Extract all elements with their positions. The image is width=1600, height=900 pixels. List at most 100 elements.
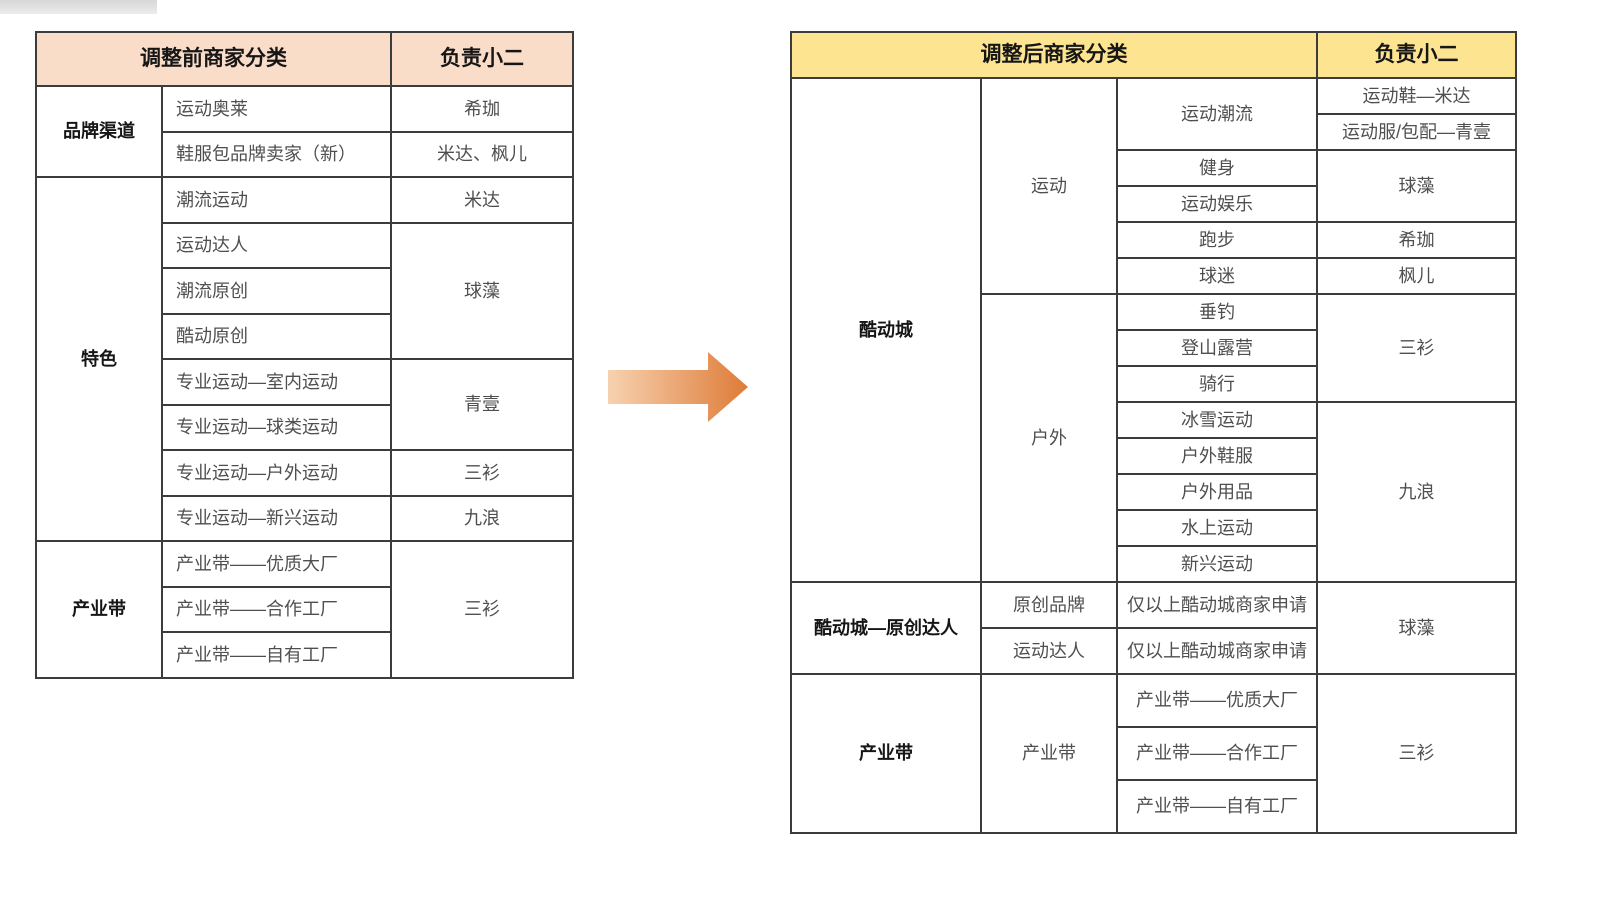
- screenshot-artifact-strip: [0, 0, 157, 14]
- header-row: 调整前商家分类负责小二: [35, 31, 574, 87]
- table-cell: 专业运动—球类运动: [161, 403, 392, 451]
- transition-arrow-icon: [608, 352, 748, 422]
- table-cell: 九浪: [1316, 401, 1518, 583]
- table-cell: 户外用品: [1115, 473, 1319, 511]
- table-cell: 仅以上酷动城商家申请: [1115, 581, 1319, 629]
- table-row: 鞋服包品牌卖家（新）米达、枫儿: [36, 130, 574, 178]
- table-cell: 青壹: [390, 358, 574, 451]
- table-cell: 三衫: [1316, 673, 1518, 834]
- table-row: 专业运动—室内运动青壹: [36, 358, 574, 451]
- column-header: 负责小二: [390, 31, 574, 87]
- table-row: 专业运动—球类运动: [36, 403, 573, 451]
- table-row: 新兴运动: [791, 545, 1516, 583]
- table-cell: 米达、枫儿: [390, 130, 574, 178]
- table-cell: 三衫: [390, 540, 574, 679]
- table-cell: 产业带——自有工厂: [161, 631, 392, 679]
- table-cell: 运动达人: [980, 627, 1118, 675]
- table-cell: 户外鞋服: [1115, 437, 1319, 475]
- table-cell: 米达: [390, 176, 574, 224]
- table-cell: 新兴运动: [1115, 545, 1319, 583]
- table-row: 酷动城—原创达人原创品牌仅以上酷动城商家申请球藻: [790, 581, 1518, 675]
- table-row: 品牌渠道运动奥莱希珈: [35, 85, 574, 178]
- table-cell: 枫儿: [1316, 257, 1518, 295]
- table-cell: 登山露营: [1115, 329, 1319, 367]
- table-cell: 产业带——优质大厂: [161, 540, 392, 588]
- table-row: 运动达人仅以上酷动城商家申请: [791, 627, 1516, 675]
- table-cell: 酷动城: [790, 77, 982, 583]
- table-row: 户外鞋服: [791, 437, 1516, 475]
- table-cell: 运动潮流: [1115, 77, 1319, 151]
- table-row: 酷动城运动运动潮流运动鞋—米达: [790, 77, 1518, 583]
- table-cell: 特色: [35, 176, 163, 542]
- table-cell: 九浪: [390, 494, 574, 542]
- table-cell: 骑行: [1115, 365, 1319, 403]
- table-cell: 仅以上酷动城商家申请: [1115, 627, 1319, 675]
- table-row: 冰雪运动九浪: [791, 401, 1518, 583]
- before-adjustment-table: 调整前商家分类负责小二品牌渠道运动奥莱希珈鞋服包品牌卖家（新）米达、枫儿特色潮流…: [35, 31, 574, 679]
- table-row: 户外用品: [791, 473, 1516, 511]
- column-header: 调整前商家分类: [35, 31, 392, 87]
- table-cell: 潮流运动: [161, 176, 392, 224]
- table-cell: 运动: [980, 77, 1118, 295]
- table-row: 专业运动—新兴运动九浪: [36, 494, 574, 542]
- table-cell: 运动娱乐: [1115, 185, 1319, 223]
- table-cell: 垂钓: [1115, 293, 1319, 331]
- table-cell: 运动奥莱: [161, 85, 392, 133]
- table-row: 运动服/包配—青壹: [791, 113, 1518, 151]
- table-row: 户外垂钓三衫: [791, 293, 1518, 583]
- table-row: 健身球藻: [791, 149, 1518, 223]
- table-row: 登山露营: [791, 329, 1516, 367]
- table-cell: 品牌渠道: [35, 85, 163, 178]
- table-row: 产业带——合作工厂: [791, 726, 1516, 781]
- table-cell: 水上运动: [1115, 509, 1319, 547]
- table-row: 酷动原创: [36, 312, 573, 360]
- table-row: 运动娱乐: [791, 185, 1516, 223]
- table-row: 水上运动: [791, 509, 1516, 547]
- table-cell: 产业带: [35, 540, 163, 679]
- table-cell: 球藻: [1316, 149, 1518, 223]
- table-cell: 专业运动—户外运动: [161, 449, 392, 497]
- table-cell: 专业运动—室内运动: [161, 358, 392, 406]
- table-cell: 希珈: [1316, 221, 1518, 259]
- table-cell: 三衫: [390, 449, 574, 497]
- table-row: 产业带——自有工厂: [36, 631, 573, 679]
- table-row: 产业带——合作工厂: [36, 585, 573, 633]
- header-row: 调整后商家分类负责小二: [789, 31, 1518, 79]
- table-cell: 运动鞋—米达: [1316, 77, 1518, 115]
- table-row: 特色潮流运动米达: [35, 176, 574, 542]
- table-cell: 产业带——自有工厂: [1115, 779, 1319, 834]
- table-cell: 运动服/包配—青壹: [1316, 113, 1518, 151]
- table-cell: 球迷: [1115, 257, 1319, 295]
- column-header: 负责小二: [1316, 31, 1518, 79]
- table-cell: 专业运动—新兴运动: [161, 494, 392, 542]
- table-cell: 产业带——合作工厂: [161, 585, 392, 633]
- table-cell: 户外: [980, 293, 1118, 583]
- table-row: 潮流原创: [36, 267, 573, 315]
- table-cell: 原创品牌: [980, 581, 1118, 629]
- table-row: 产业带产业带产业带——优质大厂三衫: [790, 673, 1518, 834]
- table-cell: 酷动原创: [161, 312, 392, 360]
- column-header: 调整后商家分类: [789, 31, 1319, 79]
- table-cell: 产业带——合作工厂: [1115, 726, 1319, 781]
- table-row: 专业运动—户外运动三衫: [36, 449, 574, 497]
- table-cell: 产业带: [790, 673, 982, 834]
- table-cell: 球藻: [390, 221, 574, 360]
- table-row: 骑行: [791, 365, 1516, 403]
- table-cell: 冰雪运动: [1115, 401, 1319, 439]
- table-row: 产业带——自有工厂: [791, 779, 1516, 834]
- table-cell: 潮流原创: [161, 267, 392, 315]
- table-cell: 酷动城—原创达人: [790, 581, 982, 675]
- after-adjustment-table: 调整后商家分类负责小二酷动城运动运动潮流运动鞋—米达运动服/包配—青壹健身球藻运…: [789, 31, 1518, 834]
- table-cell: 健身: [1115, 149, 1319, 187]
- table-cell: 球藻: [1316, 581, 1518, 675]
- table-row: 球迷枫儿: [791, 257, 1518, 295]
- table-cell: 运动达人: [161, 221, 392, 269]
- table-cell: 三衫: [1316, 293, 1518, 403]
- table-row: 跑步希珈: [791, 221, 1518, 259]
- table-cell: 产业带——优质大厂: [1115, 673, 1319, 728]
- table-cell: 产业带: [980, 673, 1118, 834]
- table-row: 产业带产业带——优质大厂三衫: [35, 540, 574, 679]
- table-cell: 跑步: [1115, 221, 1319, 259]
- table-cell: 鞋服包品牌卖家（新）: [161, 130, 392, 178]
